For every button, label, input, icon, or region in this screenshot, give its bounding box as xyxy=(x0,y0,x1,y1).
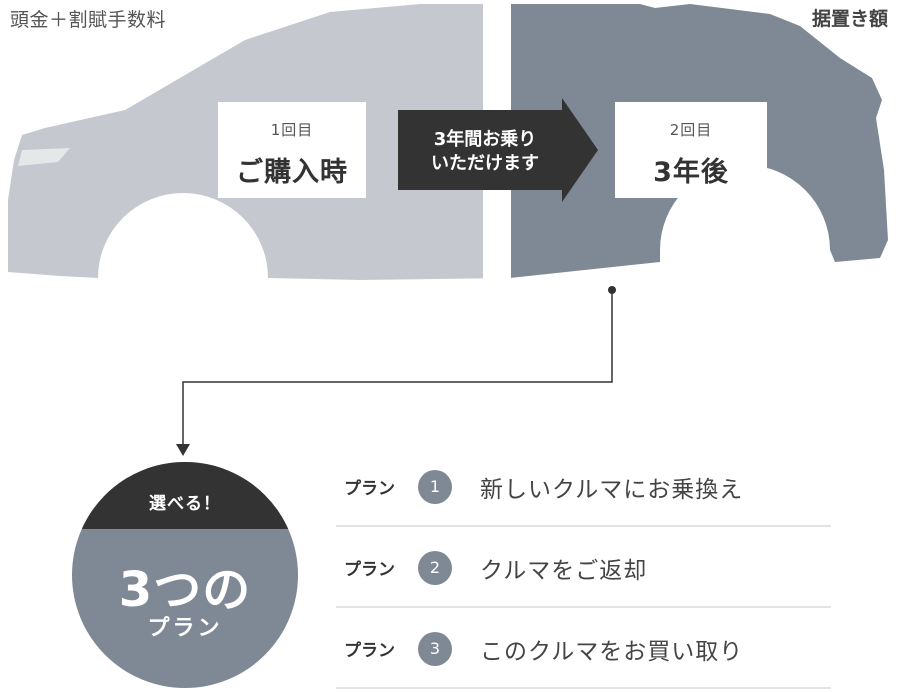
plan-text: 新しいクルマにお乗換え xyxy=(480,476,744,503)
phase-number: 2回目 xyxy=(669,121,713,139)
plan-label: プラン xyxy=(344,641,395,661)
plan-label: プラン xyxy=(344,560,395,580)
deferred-amount-label: 据置き額 xyxy=(811,8,888,30)
phase-box-purchase: 1回目 ご購入時 xyxy=(218,102,366,198)
phase-box-three-years: 2回目 3年後 xyxy=(615,102,767,198)
divider xyxy=(336,687,831,689)
plan-row-2: プラン 2 クルマをご返却 xyxy=(336,527,831,608)
divider xyxy=(336,525,831,527)
connector-line xyxy=(182,290,613,445)
circle-small-text: プラン xyxy=(147,616,223,641)
plan-list: プラン 1 新しいクルマにお乗換え プラン 2 クルマをご返却 プラン 3 この… xyxy=(336,446,831,689)
plan-row-3: プラン 3 このクルマをお買い取り xyxy=(336,608,831,689)
down-payment-label: 頭金＋割賦手数料 xyxy=(10,9,167,31)
circle-big-text: 3つの xyxy=(118,562,252,618)
plan-text: クルマをご返却 xyxy=(480,557,648,584)
arrow-label: 3年間お乗り いただけます xyxy=(410,128,560,176)
phase-title: ご購入時 xyxy=(236,157,348,188)
arrow-shape xyxy=(398,98,598,202)
arrow-label-line1: 3年間お乗り xyxy=(433,129,537,150)
connector-arrowhead xyxy=(176,444,190,456)
plan-number-badge: 1 xyxy=(418,469,452,504)
rear-wheel xyxy=(693,210,797,314)
plan-number-badge: 3 xyxy=(418,631,452,666)
circle-caption: 選べる！ xyxy=(149,494,221,514)
plan-text: このクルマをお買い取り xyxy=(480,638,744,665)
phase-title: 3年後 xyxy=(653,157,729,188)
phase-number: 1回目 xyxy=(270,121,314,139)
circle-cap xyxy=(72,462,298,529)
plan-label: プラン xyxy=(344,479,395,499)
divider xyxy=(336,606,831,608)
plan-row-1: プラン 1 新しいクルマにお乗換え xyxy=(336,446,831,527)
plan-number-badge: 2 xyxy=(418,550,452,585)
front-wheel xyxy=(131,214,235,318)
arrow-label-line2: いただけます xyxy=(431,153,539,174)
choice-circle: 選べる！ 3つの プラン xyxy=(72,462,298,688)
headlight-icon xyxy=(18,148,70,166)
